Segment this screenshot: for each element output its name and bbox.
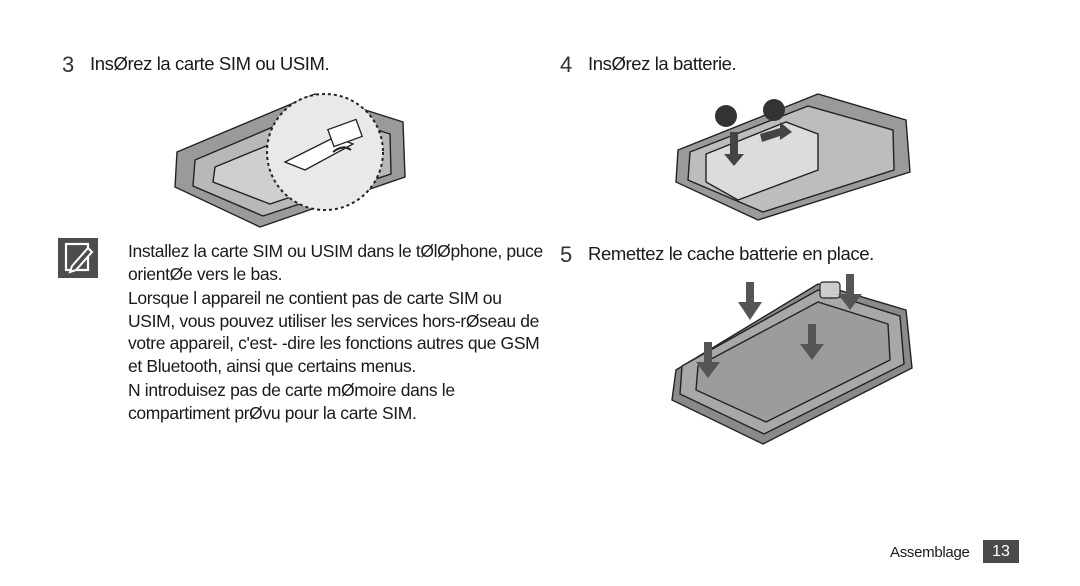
step-3-number: 3 [62, 52, 75, 77]
step-4-number: 4 [560, 52, 573, 77]
step-3-text: InsØrez la carte SIM ou USIM. [90, 53, 330, 74]
step-5-text: Remettez le cache batterie en place. [588, 243, 874, 264]
step-5-number: 5 [560, 242, 573, 267]
note-paragraph-2: Lorsque l appareil ne contient pas de ca… [128, 288, 540, 376]
step-4-text: InsØrez la batterie. [588, 53, 737, 74]
note-paragraph-1: Installez la carte SIM ou USIM dans le t… [128, 241, 543, 284]
note-paragraph-3: N introduisez pas de carte mØmoire dans … [128, 380, 455, 423]
sim-insertion-illustration [174, 93, 406, 228]
cover-replace-illustration [671, 274, 913, 445]
page-number: 13 [983, 540, 1019, 563]
footer-section-label: Assemblage [890, 544, 970, 561]
note-pencil-icon [58, 238, 98, 278]
battery-insertion-illustration [675, 93, 911, 221]
note-text-block: Installez la carte SIM ou USIM dans le t… [128, 240, 543, 426]
